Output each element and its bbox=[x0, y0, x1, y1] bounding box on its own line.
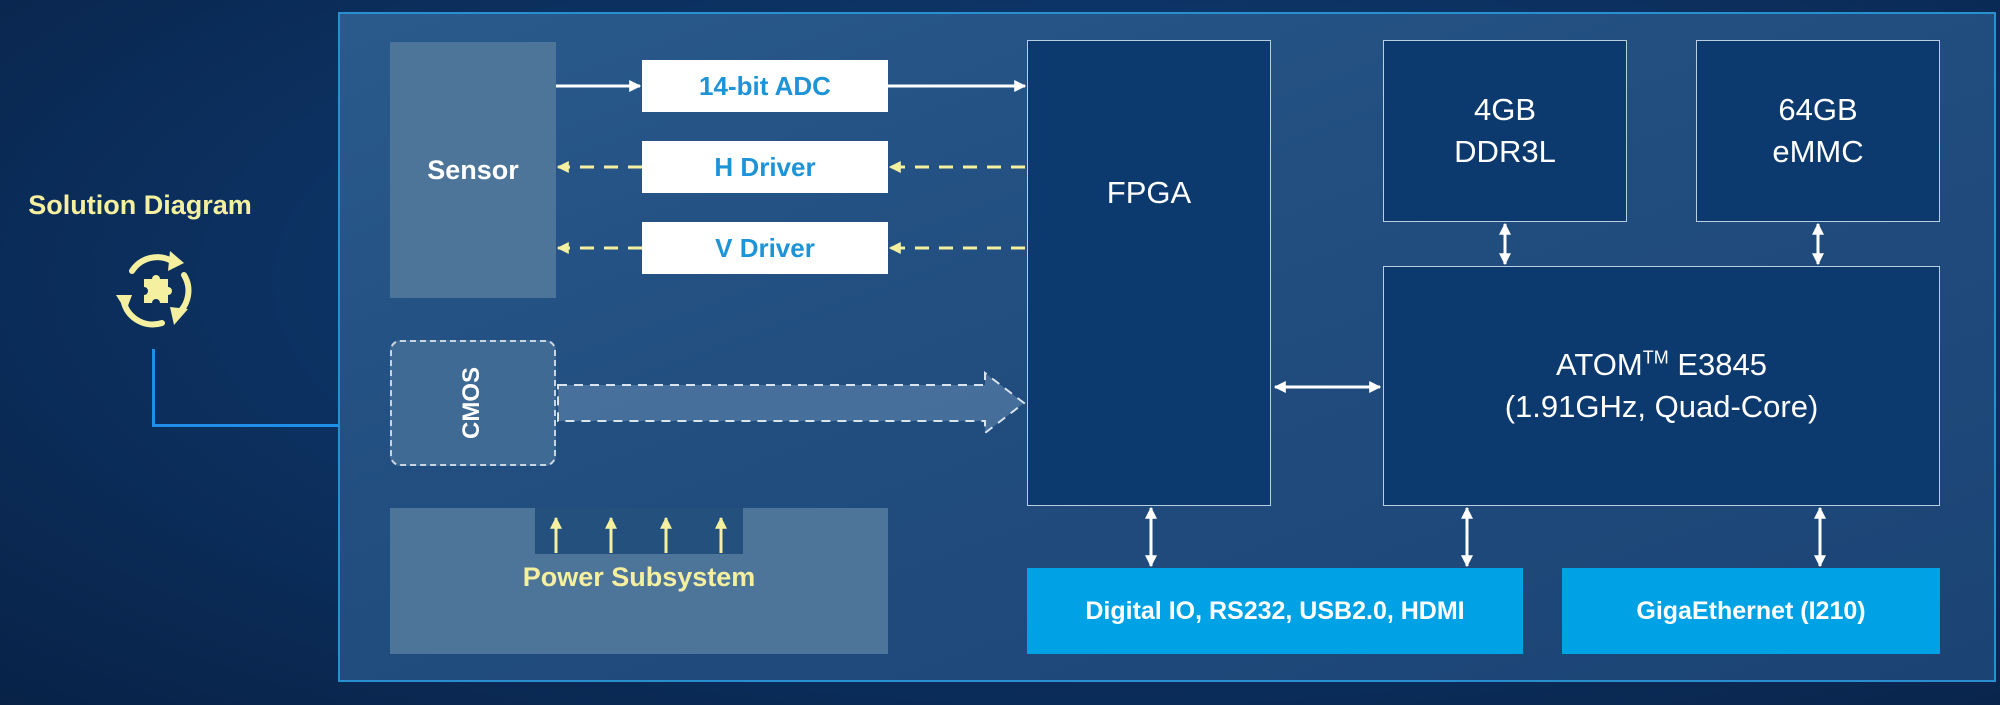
solution-diagram-title: Solution Diagram bbox=[28, 190, 252, 220]
atom-model: E3845 bbox=[1677, 347, 1767, 383]
atom-processor-block: ATOMTM E3845 (1.91GHz, Quad-Core) bbox=[1383, 266, 1940, 506]
emmc-type: eMMC bbox=[1772, 134, 1864, 169]
gigaethernet-block: GigaEthernet (I210) bbox=[1562, 568, 1940, 654]
emmc-storage-block: 64GB eMMC bbox=[1696, 40, 1940, 222]
ddr-capacity: 4GB bbox=[1473, 92, 1537, 128]
ddr-memory-block: 4GB DDR3L bbox=[1383, 40, 1627, 222]
fpga-block: FPGA bbox=[1027, 40, 1271, 506]
ddr-type: DDR3L bbox=[1454, 134, 1556, 169]
h-driver-block: H Driver bbox=[642, 141, 888, 193]
puzzle-cycle-icon bbox=[116, 251, 192, 328]
emmc-capacity: 64GB bbox=[1778, 92, 1858, 128]
sensor-block: Sensor bbox=[390, 42, 556, 298]
arrow-cmos-to-fpga bbox=[557, 370, 1026, 436]
v-driver-block: V Driver bbox=[642, 222, 888, 274]
power-subsystem-notch bbox=[535, 508, 743, 554]
cmos-block bbox=[390, 340, 556, 466]
atom-trademark: TM bbox=[1642, 347, 1669, 368]
adc-block: 14-bit ADC bbox=[642, 60, 888, 112]
atom-name: ATOM bbox=[1556, 347, 1643, 383]
atom-spec: (1.91GHz, Quad-Core) bbox=[1504, 389, 1819, 424]
power-subsystem-label: Power Subsystem bbox=[522, 562, 756, 592]
frame-connector-line bbox=[152, 349, 338, 427]
digital-io-block: Digital IO, RS232, USB2.0, HDMI bbox=[1027, 568, 1523, 654]
